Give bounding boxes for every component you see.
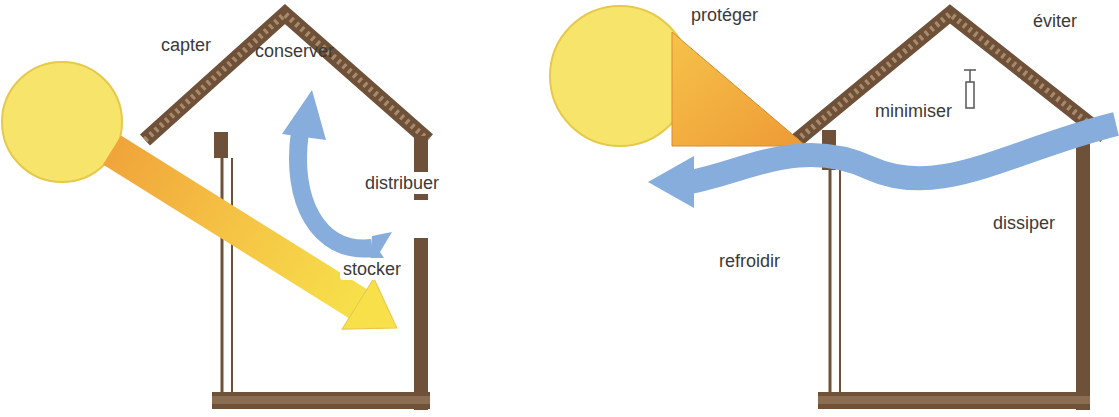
annotation-label: stocker: [340, 258, 404, 280]
annotation-label: refroidir: [716, 250, 783, 272]
sun: [550, 6, 690, 146]
ventilation-arrow: [648, 124, 1116, 208]
sun-beam-arrow: [96, 125, 413, 354]
annotation-label: distribuer: [362, 172, 442, 194]
annotation-label: capter: [158, 34, 214, 56]
annotation-label: minimiser: [872, 100, 955, 122]
annotation-label: éviter: [1030, 10, 1080, 32]
right-house: [785, 14, 1105, 410]
annotation-label: protéger: [688, 4, 761, 26]
annotation-label: dissiper: [990, 212, 1058, 234]
sun-protection: [672, 32, 806, 146]
annotation-label: conserver: [252, 40, 337, 62]
